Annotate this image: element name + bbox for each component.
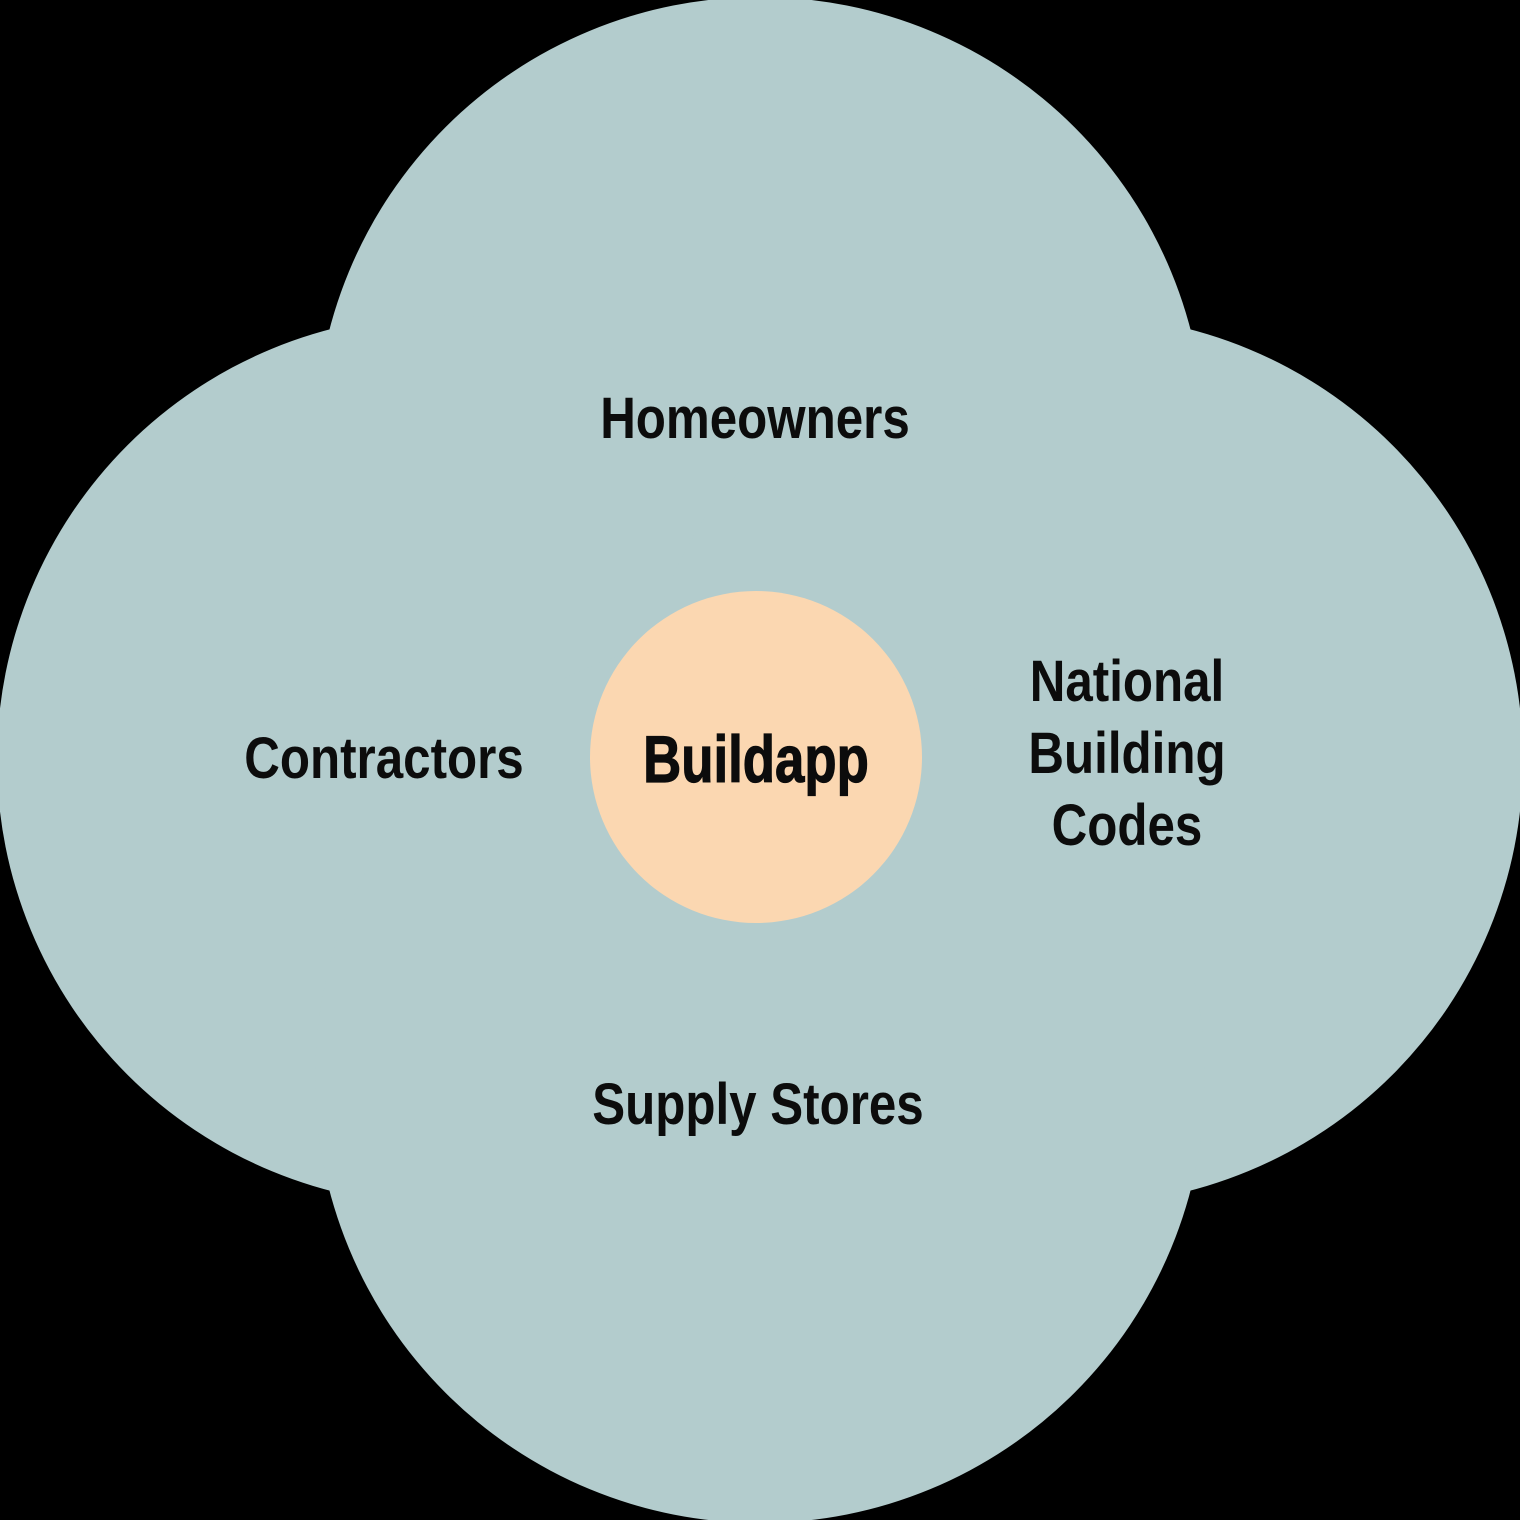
buildapp-label: Buildapp	[643, 722, 870, 796]
supply-stores-label: Supply Stores	[592, 1072, 924, 1137]
national-building-codes-label: National Building Codes	[1028, 649, 1226, 858]
buildapp-circle	[590, 591, 922, 923]
contractors-label: Contractors	[244, 726, 524, 791]
homeowners-label: Homeowners	[600, 386, 910, 451]
